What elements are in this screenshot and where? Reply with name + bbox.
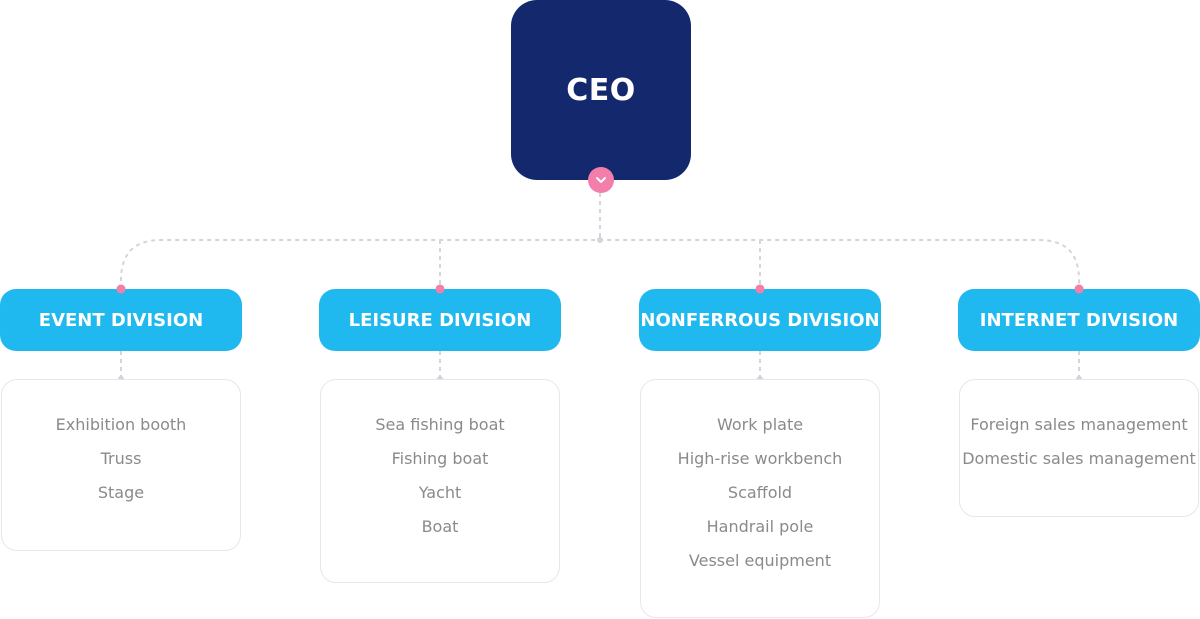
- division-leisure: LEISURE DIVISION: [319, 289, 561, 351]
- list-item: Yacht: [418, 483, 462, 502]
- list-item: Handrail pole: [706, 517, 814, 536]
- list-item: Fishing boat: [391, 449, 489, 468]
- chevron-down-icon[interactable]: [588, 167, 614, 193]
- division-internet: INTERNET DIVISION: [958, 289, 1200, 351]
- items-card-nonferrous: Work plate High-rise workbench Scaffold …: [640, 379, 880, 618]
- division-nonferrous: NONFERROUS DIVISION: [639, 289, 881, 351]
- list-item: Domestic sales management: [962, 449, 1196, 468]
- division-label: EVENT DIVISION: [38, 309, 204, 331]
- division-event: EVENT DIVISION: [0, 289, 242, 351]
- list-item: Scaffold: [727, 483, 793, 502]
- list-item: Foreign sales management: [970, 415, 1188, 434]
- list-item: High-rise workbench: [677, 449, 843, 468]
- list-item: Work plate: [716, 415, 804, 434]
- items-card-event: Exhibition booth Truss Stage: [1, 379, 241, 551]
- items-card-leisure: Sea fishing boat Fishing boat Yacht Boat: [320, 379, 560, 583]
- list-item: Exhibition booth: [55, 415, 187, 434]
- ceo-label: CEO: [566, 72, 636, 108]
- division-label: LEISURE DIVISION: [348, 309, 532, 331]
- division-label: NONFERROUS DIVISION: [640, 309, 880, 331]
- chevron-down-glyph: [596, 177, 606, 183]
- list-item: Vessel equipment: [688, 551, 832, 570]
- list-item: Boat: [421, 517, 459, 536]
- list-item: Sea fishing boat: [375, 415, 505, 434]
- junction-dot: [597, 237, 603, 243]
- list-item: Stage: [97, 483, 145, 502]
- branch-connector: [120, 239, 1080, 289]
- division-label: INTERNET DIVISION: [979, 309, 1179, 331]
- items-card-internet: Foreign sales management Domestic sales …: [959, 379, 1199, 517]
- list-item: Truss: [100, 449, 142, 468]
- ceo-box: CEO: [511, 0, 691, 180]
